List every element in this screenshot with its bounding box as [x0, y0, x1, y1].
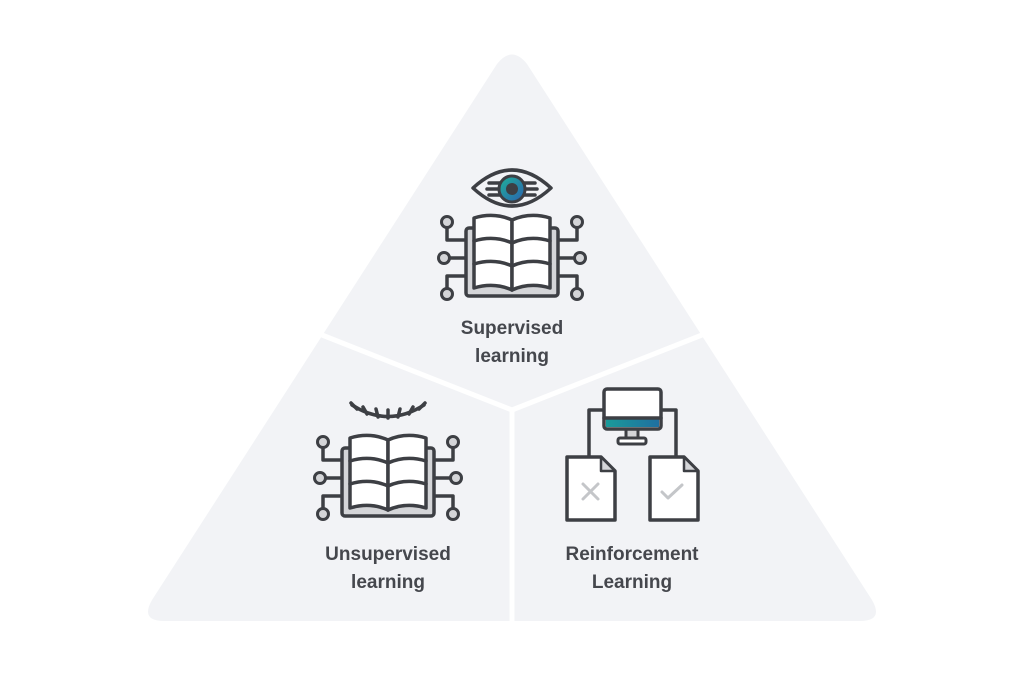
unsupervised-label-line2: learning: [351, 572, 425, 593]
reinforcement-label-line1: Reinforcement: [565, 544, 699, 565]
rejected-document-icon: [565, 455, 617, 522]
supervised-label-line1: Supervised: [461, 318, 563, 339]
section-dividers: [321, 332, 703, 625]
closed-eye-icon: [349, 401, 427, 420]
unsupervised-label-line1: Unsupervised: [325, 544, 451, 565]
accepted-document-icon: [648, 455, 700, 522]
supervised-label-line2: learning: [475, 346, 549, 367]
eye-icon: [471, 168, 553, 208]
monitor-documents-icon: [565, 387, 700, 522]
reinforcement-label-line2: Learning: [592, 572, 672, 593]
